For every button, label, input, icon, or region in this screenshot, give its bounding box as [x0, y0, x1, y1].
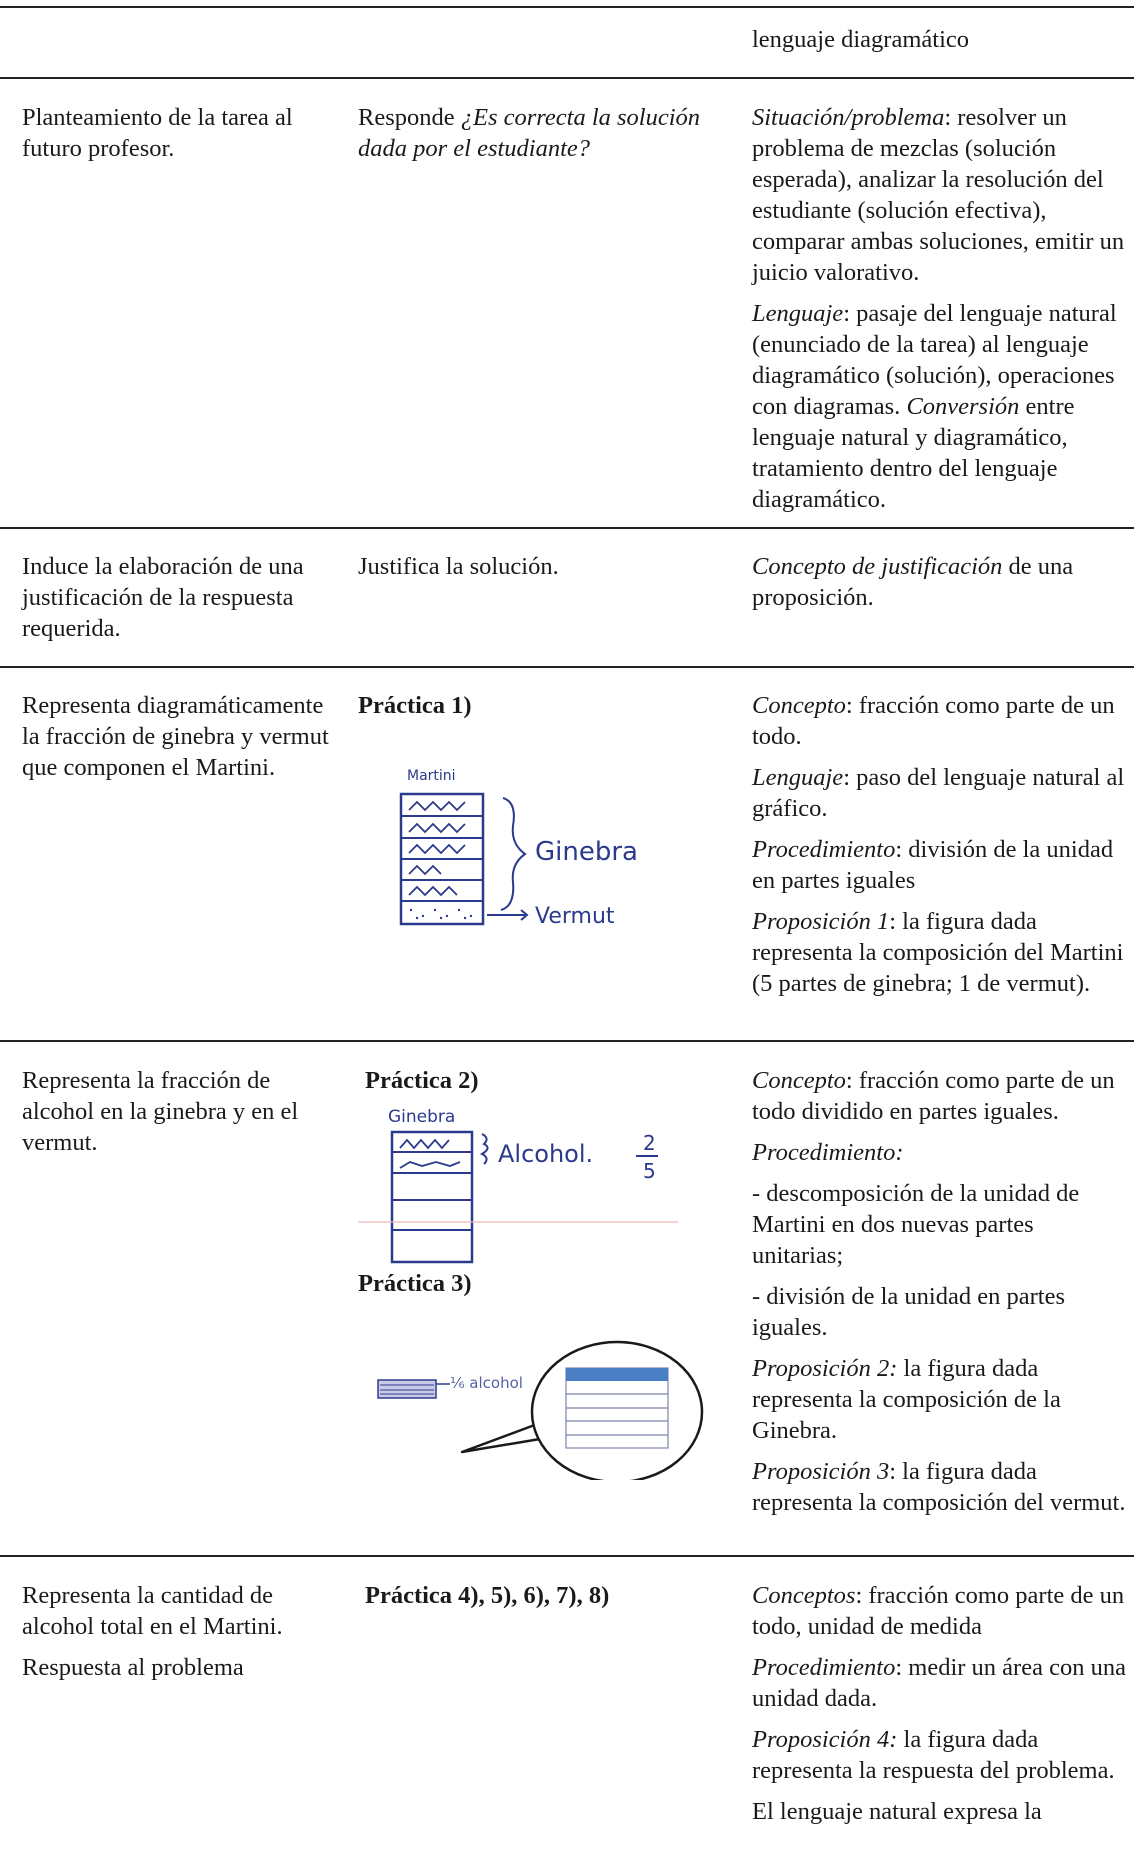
cell-text: Responde ¿Es correcta la solución dada p…	[358, 102, 738, 164]
row4-col3: Concepto: fracción como parte de un todo…	[752, 1065, 1128, 1528]
italic-term: Procedimiento	[752, 1654, 896, 1681]
cell-paragraph: - descomposición de la unidad de Martini…	[752, 1178, 1128, 1271]
sketch-label-vermut: Vermut	[535, 904, 615, 929]
text-run: - descomposición de la unidad de Martini…	[752, 1180, 1080, 1269]
practice-label: Práctica 2)	[365, 1067, 479, 1094]
italic-term: Lenguaje	[752, 300, 844, 327]
practice-label: Práctica 3)	[358, 1270, 472, 1297]
table-rule	[0, 1555, 1134, 1557]
row1-col1: Planteamiento de la tarea al futuro prof…	[22, 102, 342, 174]
cell-text: lenguaje diagramático	[752, 26, 969, 53]
row2-col3: Concepto de justificación de una proposi…	[752, 551, 1128, 623]
cell-paragraph: Lenguaje: pasaje del lenguaje natural (e…	[752, 298, 1128, 515]
text-run: : fracción como parte de un todo.	[752, 692, 1115, 750]
text-run: la figura dada representa la respuesta d…	[752, 1726, 1115, 1784]
italic-term: Concepto	[752, 692, 846, 719]
text-run: - división de la unidad en partes iguale…	[752, 1283, 1065, 1341]
italic-term: Proposición 3	[752, 1458, 890, 1485]
cell-paragraph: Concepto de justificación de una proposi…	[752, 551, 1128, 613]
cell-text: Induce la elaboración de una justificaci…	[22, 553, 304, 642]
text-run: : paso del lenguaje natural al gráfico.	[752, 764, 1125, 822]
sketch-label-alcohol: Alcohol.	[498, 1140, 593, 1168]
cell-text: Justifica la solución.	[358, 553, 559, 580]
italic-term: Procedimiento	[752, 836, 896, 863]
italic-term: Lenguaje	[752, 764, 844, 791]
cell-paragraph: Lenguaje: paso del lenguaje natural al g…	[752, 762, 1128, 824]
cell-paragraph: Concepto: fracción como parte de un todo…	[752, 1065, 1128, 1127]
cell-paragraph: Proposición 3: la figura dada representa…	[752, 1456, 1128, 1518]
cell-paragraph: Concepto: fracción como parte de un todo…	[752, 690, 1128, 752]
text-run: : división de la unidad en partes iguale…	[752, 836, 1114, 894]
italic-term: Concepto de justificación	[752, 553, 1003, 580]
row3-col2: Práctica 1)	[358, 690, 738, 731]
practice-label: Práctica 4), 5), 6), 7), 8)	[365, 1582, 610, 1609]
italic-term: Proposición 1	[752, 908, 890, 935]
row4-col2-label-a: Práctica 2)	[365, 1065, 745, 1106]
italic-term: Situación/problema	[752, 104, 945, 131]
cell-text: Planteamiento de la tarea al futuro prof…	[22, 104, 293, 162]
text-run: El lenguaje natural expresa la	[752, 1798, 1042, 1825]
text-run: : resolver un problema de mezclas (soluc…	[752, 104, 1125, 286]
italic-term: Concepto	[752, 1067, 846, 1094]
text-run: : pasaje del lenguaje natural (enunciado…	[752, 300, 1117, 420]
sketch-label-ginebra: Ginebra	[535, 837, 638, 867]
text-run: entre lenguaje natural y diagramático, t…	[752, 393, 1075, 513]
row1-col2: Responde ¿Es correcta la solución dada p…	[358, 102, 738, 174]
cell-paragraph: Proposición 2: la figura dada representa…	[752, 1353, 1128, 1446]
text-run: : medir un área con una unidad dada.	[752, 1654, 1126, 1712]
cell-paragraph: - división de la unidad en partes iguale…	[752, 1281, 1128, 1343]
italic-term: Proposición 4:	[752, 1726, 898, 1753]
cell-paragraph: Procedimiento:	[752, 1137, 1128, 1168]
italic-term: Procedimiento:	[752, 1139, 904, 1166]
text-run: : la figura dada representa la composici…	[752, 1458, 1126, 1516]
cell-paragraph: Proposición 4: la figura dada representa…	[752, 1724, 1128, 1786]
cell-paragraph: Procedimiento: división de la unidad en …	[752, 834, 1128, 896]
cell-text: Representa la cantidad de alcohol total …	[22, 1582, 283, 1640]
sketch-label-alcohol: ⅙ alcohol	[450, 1374, 523, 1392]
italic-term: Conceptos	[752, 1582, 856, 1609]
text-run: la figura dada representa la composición…	[752, 1355, 1061, 1444]
cell-paragraph: Procedimiento: medir un área con una uni…	[752, 1652, 1128, 1714]
fraction-denominator: 5	[643, 1159, 656, 1183]
text-run: Responde	[358, 104, 461, 131]
italic-term: Proposición 2:	[752, 1355, 898, 1382]
row5-col3: Conceptos: fracción como parte de un tod…	[752, 1580, 1128, 1837]
ginebra-sketch: Ginebra Alcohol. 2 5	[358, 1100, 698, 1268]
italic-term: Conversión	[906, 393, 1020, 420]
cell-text: Representa la fracción de alcohol en la …	[22, 1067, 299, 1156]
practice-label: Práctica 1)	[358, 692, 472, 719]
text-run: : la figura dada representa la composici…	[752, 908, 1124, 997]
cell-paragraph: Situación/problema: resolver un problema…	[752, 102, 1128, 288]
martini-sketch: Martini Ginebra Vermut	[375, 758, 675, 934]
row2-col1: Induce la elaboración de una justificaci…	[22, 551, 342, 654]
cell-text: Respuesta al problema	[22, 1654, 244, 1681]
row5-col1: Representa la cantidad de alcohol total …	[22, 1580, 342, 1693]
table-rule	[0, 1040, 1134, 1042]
sketch-title: Martini	[407, 768, 456, 784]
cell-paragraph: El lenguaje natural expresa la	[752, 1796, 1128, 1827]
table-rule	[0, 77, 1134, 79]
row5-col2: Práctica 4), 5), 6), 7), 8)	[365, 1580, 745, 1621]
table-rule	[0, 527, 1134, 529]
text-run: de una proposición.	[752, 553, 1074, 611]
text-run: : fracción como parte de un todo, unidad…	[752, 1582, 1125, 1640]
table-rule	[0, 6, 1134, 8]
cell-paragraph: Conceptos: fracción como parte de un tod…	[752, 1580, 1128, 1642]
row3-col3: Concepto: fracción como parte de un todo…	[752, 690, 1128, 1009]
text-run: : fracción como parte de un todo dividid…	[752, 1067, 1115, 1125]
row1-col3: Situación/problema: resolver un problema…	[752, 102, 1128, 515]
vermut-sketch: ⅙ alcohol	[370, 1320, 710, 1480]
row4-col1: Representa la fracción de alcohol en la …	[22, 1065, 342, 1168]
row2-col2: Justifica la solución.	[358, 551, 738, 592]
sketch-title: Ginebra	[388, 1107, 455, 1127]
italic-run: ¿Es correcta la solución dada por el est…	[358, 104, 701, 162]
row4-col2-label-b: Práctica 3)	[358, 1268, 738, 1309]
cell-text: Representa diagramáticamente la fracción…	[22, 692, 329, 781]
row3-col1: Representa diagramáticamente la fracción…	[22, 690, 342, 793]
cell-paragraph: Proposición 1: la figura dada representa…	[752, 906, 1128, 999]
fraction-numerator: 2	[643, 1131, 656, 1155]
table-rule	[0, 666, 1134, 668]
row0-col3: lenguaje diagramático	[752, 24, 1128, 65]
